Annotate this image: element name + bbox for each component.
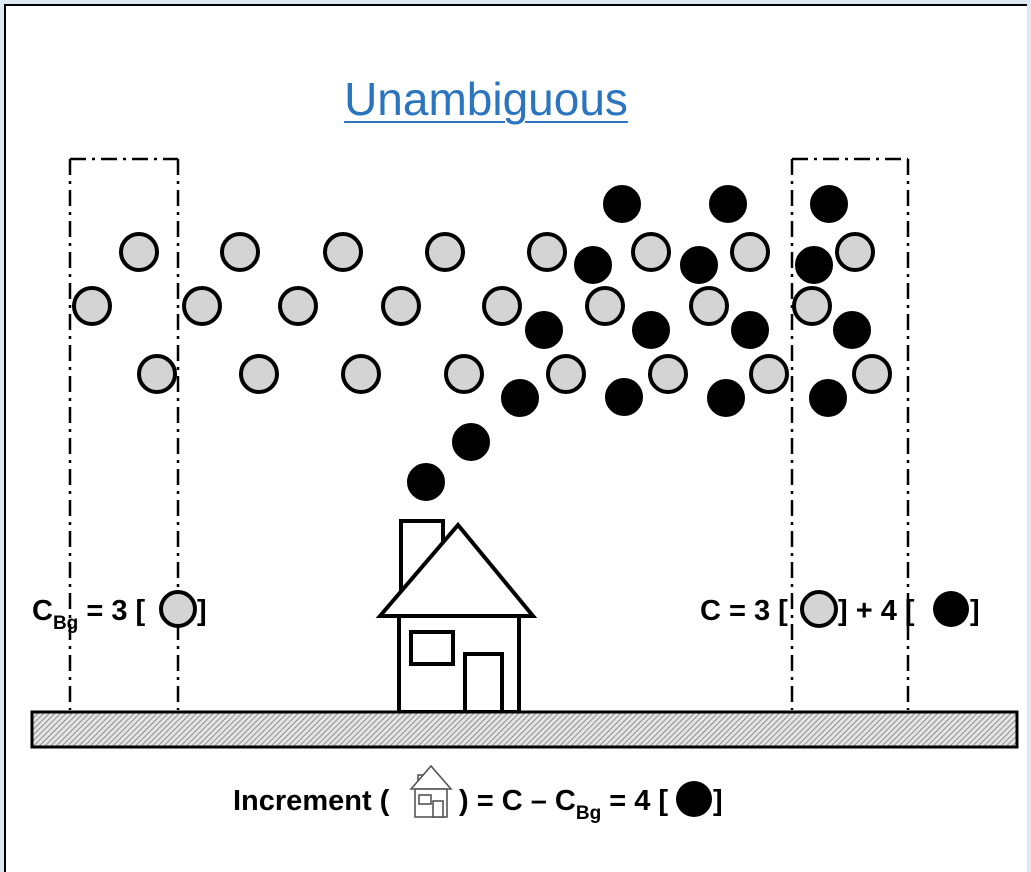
background-particle [381,286,421,326]
house-roof [375,521,538,618]
legend-added-particle [933,591,969,627]
diagram-canvas: CBg = 3 [ ] C = 3 [ ] + 4 [ ] Increment … [30,157,1019,824]
background-particle [546,354,586,394]
added-particle [452,423,490,461]
background-particle [220,232,260,272]
ground-strip [30,710,1019,749]
svg-text:) = C – CBg = 4 [: ) = C – CBg = 4 [ [459,785,668,824]
added-particle [632,311,670,349]
background-particle [278,286,318,326]
background-particle [425,232,465,272]
background-particle [119,232,159,272]
svg-text:]: ] [970,595,980,627]
added-particle [833,311,871,349]
added-particle [501,379,539,417]
background-particle [482,286,522,326]
background-concentration-label: CBg = 3 [ ] [32,590,207,634]
background-particle [792,286,832,326]
total-concentration-label: C = 3 [ ] + 4 [ ] [700,590,980,628]
house-body [397,614,521,714]
added-particle [680,246,718,284]
house-emission-source [375,519,538,714]
svg-text:CBg = 3 [: CBg = 3 [ [32,595,146,634]
background-particle [585,286,625,326]
downwind-sample-box [790,157,910,710]
added-particle [525,311,563,349]
added-particle [731,311,769,349]
background-particle [730,232,770,272]
background-particle [835,232,875,272]
background-particle [689,286,729,326]
increment-formula: Increment ( ) = C – CBg = 4 [ ] [233,764,723,824]
added-particle [707,379,745,417]
added-particle [574,246,612,284]
legend-background-particle [159,590,197,628]
svg-text:]: ] [197,595,207,627]
house-door [463,652,504,714]
background-particle [444,354,484,394]
background-particle [239,354,279,394]
added-particle [709,185,747,223]
background-particle [648,354,688,394]
house-window [409,630,455,666]
background-particle [182,286,222,326]
legend-added-particle [676,781,712,817]
background-particle [631,232,671,272]
chimney [399,519,445,595]
svg-text:C = 3 [: C = 3 [ [700,595,788,627]
house-icon-window [418,794,432,805]
svg-text:] + 4 [: ] + 4 [ [838,595,915,627]
diagram-frame: Unambiguous [4,4,1027,872]
added-particle [407,463,445,501]
legend-background-particle [800,590,838,628]
house-icon [409,764,453,818]
background-particle [527,232,567,272]
background-sample-box [68,157,180,710]
background-particle [323,232,363,272]
house-icon-body [414,788,448,818]
added-particle [810,185,848,223]
svg-text:Increment (: Increment ( [233,785,390,817]
background-particle [749,354,789,394]
house-icon-roof [409,764,453,790]
added-particle [603,185,641,223]
added-particle [795,246,833,284]
background-particle [72,286,112,326]
background-particle [137,354,177,394]
background-particles [72,232,892,394]
svg-text:]: ] [713,785,723,817]
added-particle [605,378,643,416]
background-particle [341,354,381,394]
page-title-link[interactable]: Unambiguous [344,73,628,125]
house-icon-chimney [417,774,428,790]
house-icon-door [432,800,444,818]
added-particle [809,379,847,417]
background-particle [852,354,892,394]
added-particles [407,185,871,501]
